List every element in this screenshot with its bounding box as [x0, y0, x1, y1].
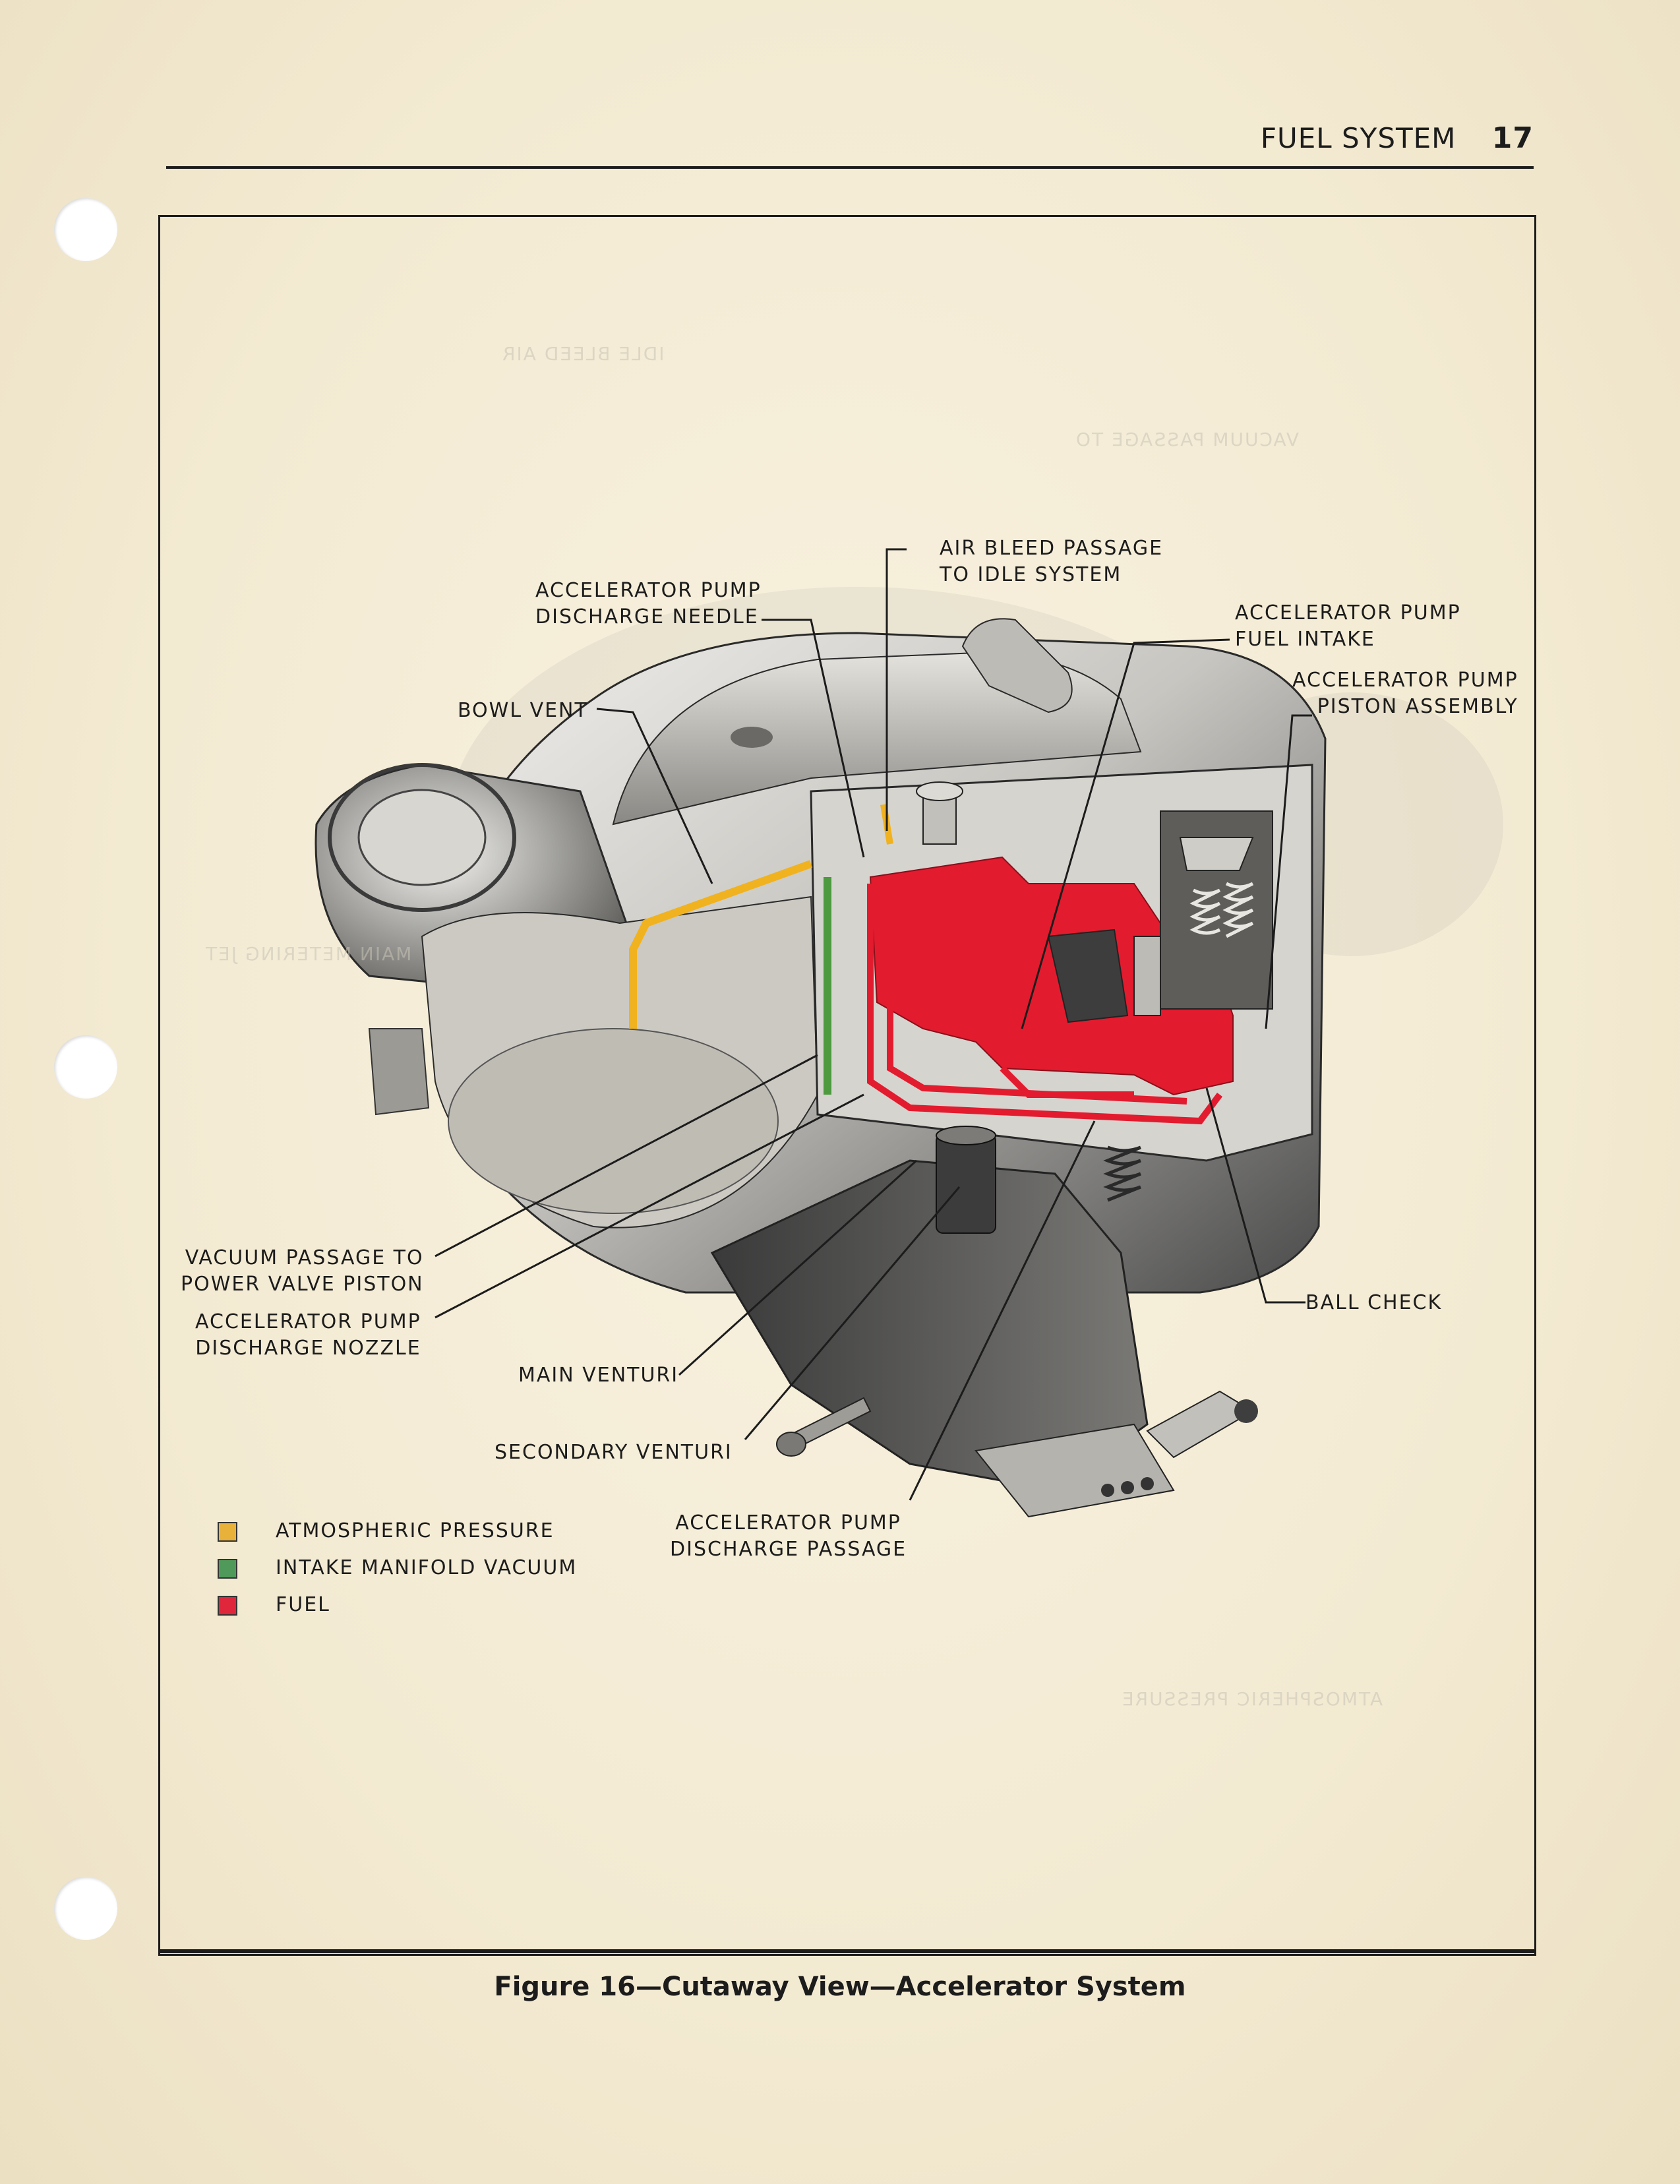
legend-label-vacuum: INTAKE MANIFOLD VACUUM: [276, 1556, 578, 1579]
fuel-inlet-fitting: [961, 618, 1073, 713]
ghost-text-4: ATMOSPHERIC PRESSURE: [1121, 1688, 1383, 1710]
figure-caption: Figure 16—Cutaway View—Accelerator Syste…: [494, 1972, 1186, 2002]
air-bleed-screw: [916, 781, 963, 845]
label-ball-check: BALL CHECK: [1305, 1291, 1443, 1314]
binder-hole-bottom: [54, 1877, 117, 1940]
label-bowl-vent: BOWL VENT: [458, 699, 588, 722]
section-title: FUEL SYSTEM: [1260, 122, 1456, 154]
ghost-text-1: IDLE BLEED AIR: [501, 343, 665, 365]
figure-bottom-rule: [158, 1949, 1536, 1953]
binder-hole-top: [54, 198, 117, 261]
choke-dial-face: [357, 789, 487, 886]
choke-dial-ring: [328, 763, 516, 912]
page-number: 17: [1491, 121, 1534, 155]
running-head: FUEL SYSTEM 17: [1261, 121, 1534, 155]
float-chamber-window: [1047, 928, 1129, 1023]
choke-plate: [448, 1028, 779, 1214]
label-pump-piston-assembly: ACCELERATOR PUMP PISTON ASSEMBLY: [1292, 669, 1518, 718]
label-pump-discharge-passage: ACCELERATOR PUMP DISCHARGE PASSAGE: [670, 1511, 907, 1561]
label-vacuum-passage: VACUUM PASSAGE TO POWER VALVE PISTON: [181, 1246, 424, 1296]
idle-mixture-screw: [776, 1397, 872, 1457]
pump-piston-assembly: [1133, 810, 1273, 1016]
fuel-passages: [867, 884, 1222, 1125]
idle-adjust-spring: [1103, 1145, 1141, 1202]
legend-swatch-vacuum: [218, 1559, 237, 1579]
bowl-cover: [612, 652, 1142, 826]
label-secondary-venturi: SECONDARY VENTURI: [495, 1441, 733, 1464]
ghost-text-2: VACUUM PASSAGE TO: [1075, 429, 1300, 450]
label-pump-discharge-needle: ACCELERATOR PUMP DISCHARGE NEEDLE: [535, 579, 762, 628]
throttle-linkage: [975, 1390, 1258, 1518]
label-main-venturi: MAIN VENTURI: [518, 1364, 679, 1387]
label-pump-discharge-nozzle: ACCELERATOR PUMP DISCHARGE NOZZLE: [195, 1310, 421, 1360]
heat-tube-fitting: [368, 1028, 430, 1116]
figure-frame: [158, 215, 1536, 1956]
bowl-vent-passage: [629, 860, 813, 1029]
legend-swatch-atmospheric: [218, 1522, 237, 1542]
label-pump-fuel-intake: ACCELERATOR PUMP FUEL INTAKE: [1235, 601, 1461, 651]
legend-label-fuel: FUEL: [276, 1593, 330, 1616]
ghost-text-3: MAIN METERING JET: [204, 943, 412, 965]
leader-lines: [435, 548, 1312, 1501]
cover-screw: [731, 727, 773, 748]
label-air-bleed-passage: AIR BLEED PASSAGE TO IDLE SYSTEM: [940, 537, 1164, 586]
legend-label-atmospheric: ATMOSPHERIC PRESSURE: [276, 1519, 555, 1542]
header-rule: [166, 166, 1534, 169]
fuel-bowl-fuel: [869, 856, 1234, 1096]
legend-swatch-fuel: [218, 1596, 237, 1616]
discharge-nozzle-tube: [936, 1134, 996, 1234]
binder-hole-middle: [54, 1035, 117, 1099]
